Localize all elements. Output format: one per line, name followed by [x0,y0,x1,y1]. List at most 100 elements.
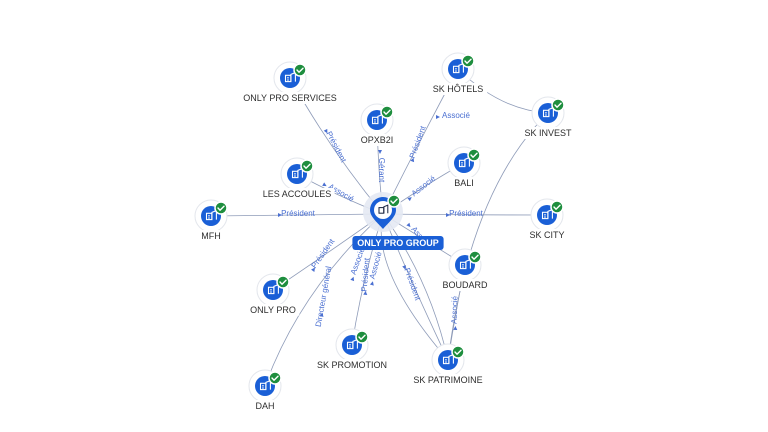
building-icon [371,113,383,125]
node-label: SK HÔTELS [433,84,484,94]
edge-arrow-icon [410,157,415,163]
edge-label: Associé [442,111,471,120]
node-label-bg [428,83,488,95]
building-icon [259,379,271,391]
node-boudard[interactable]: BOUDARD [441,248,489,291]
node-mfh[interactable]: MFH [194,199,228,242]
building-icon [458,156,470,168]
check-badge-icon [268,371,282,385]
edge-label: Président [324,130,348,165]
building-icon [459,258,471,270]
node-bali[interactable]: BALI [447,146,481,189]
node-onlyproservices[interactable]: ONLY PRO SERVICES [238,61,342,104]
check-badge-icon [276,275,290,289]
edge-arrow-icon [453,325,458,331]
edge-arrow-icon [378,150,382,154]
check-badge-icon [387,194,401,208]
node-lesaccoules[interactable]: LES ACCOULES [259,157,335,200]
node-label-bg [259,188,335,200]
check-badge-icon [293,63,307,77]
center-node[interactable]: ONLY PRO GROUP [352,192,444,250]
node-label: ONLY PRO [250,305,296,315]
edge-arrow-icon [311,267,316,272]
center-label: ONLY PRO GROUP [357,238,439,248]
node-label: ONLY PRO SERVICES [243,93,337,103]
node-label: DAH [255,401,274,411]
relationship-edge [264,213,384,387]
edge-label: Président [310,237,337,270]
node-label: SK PATRIMOINE [413,375,482,385]
node-opxb2i[interactable]: OPXB2I [356,103,398,146]
check-badge-icon [355,330,369,344]
edge-label: Président [402,267,422,303]
check-badge-icon [300,159,314,173]
check-badge-icon [551,98,565,112]
edge-arrow-icon [406,222,411,228]
node-label: OPXB2I [361,135,394,145]
edge-arrow-icon [323,128,328,134]
building-icon [541,208,553,220]
node-label: SK PROMOTION [317,360,387,370]
building-icon [452,62,464,74]
node-label-bg [238,92,342,104]
node-label-bg [356,134,398,146]
node-label-bg [523,229,571,241]
node-skhotels[interactable]: SK HÔTELS [428,52,488,95]
check-badge-icon [467,148,481,162]
edge-arrow-icon [446,213,450,217]
edge-arrow-icon [322,182,327,187]
edge-arrow-icon [278,213,282,217]
node-label-bg [518,127,578,139]
check-badge-icon [380,105,394,119]
building-icon [284,71,296,83]
nodes: ONLY PRO SERVICES SK HÔTELS OPXB2I SK INVES… [194,52,578,412]
node-label-bg [198,230,224,242]
node-label-bg [252,400,278,412]
edge-label: Président [408,124,428,160]
node-label: SK CITY [529,230,564,240]
building-icon [267,283,279,295]
node-label: BOUDARD [442,280,488,290]
building-icon [205,209,217,221]
check-badge-icon [468,250,482,264]
check-badge-icon [451,345,465,359]
edge-label: Président [281,209,316,218]
node-label: BALI [454,178,474,188]
check-badge-icon [214,201,228,215]
node-skpromotion[interactable]: SK PROMOTION [314,328,390,371]
edge-arrow-icon [407,197,412,202]
edge-label: Associé [368,250,384,280]
edge-label: Associé [410,174,438,199]
edge-arrow-icon [363,290,368,296]
node-label: SK INVEST [524,128,572,138]
edge-label: Directeur général [314,265,334,327]
node-skcity[interactable]: SK CITY [523,198,571,241]
edge-arrow-icon [350,276,355,282]
edge-arrow-icon [436,115,440,119]
edge-arrow-icon [369,281,374,286]
edge-label: Président [360,257,372,292]
node-label: LES ACCOULES [263,189,332,199]
edge-label: Associé [450,295,460,324]
node-dah[interactable]: DAH [248,369,282,412]
building-icon [542,106,554,118]
edge-label: Président [449,209,484,218]
node-skinvest[interactable]: SK INVEST [518,96,578,139]
edge-arrow-icon [402,265,406,270]
node-label-bg [407,374,489,386]
building-icon [442,353,454,365]
edge-arrow-icon [319,312,324,317]
building-icon [291,167,303,179]
relationship-edge [382,213,548,216]
node-onlypro[interactable]: ONLY PRO [246,273,300,316]
node-label: MFH [201,231,221,241]
center-label-bg [352,236,444,250]
check-badge-icon [461,54,475,68]
node-label-bg [441,279,489,291]
node-label-bg [314,359,390,371]
building-icon [378,204,389,214]
edge-label: Gérant [377,158,386,183]
node-skpatrimoine[interactable]: SK PATRIMOINE [407,343,489,386]
